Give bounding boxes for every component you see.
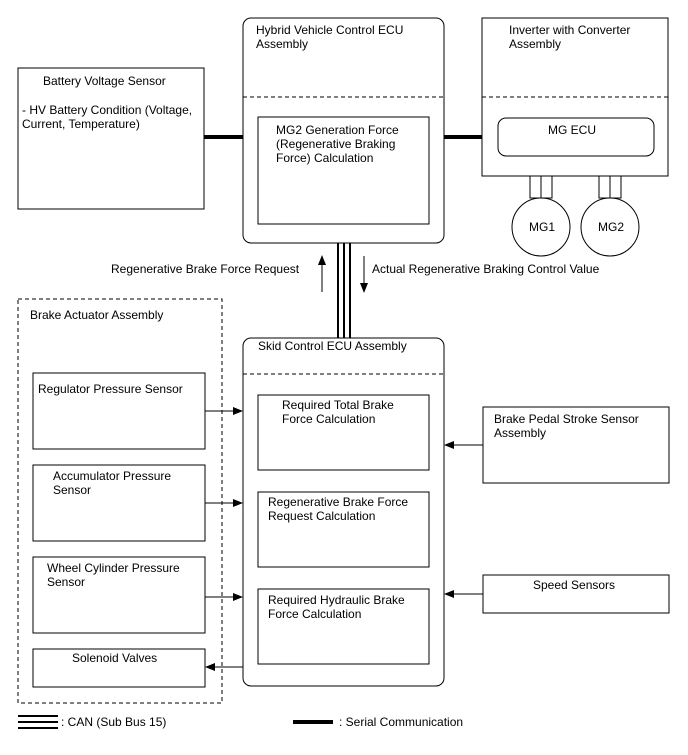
pedal-stroke-sensor-label: Brake Pedal Stroke Sensor Assembly	[494, 412, 639, 440]
solenoid-valves-box	[32, 648, 206, 688]
accumulator-sensor-box	[32, 464, 206, 542]
battery-voltage-sensor-box	[17, 67, 205, 210]
request-arrow	[318, 255, 326, 292]
mg1-label: MG1	[529, 220, 556, 234]
inverter-title: Inverter with Converter Assembly	[509, 23, 631, 51]
mg1-connector	[529, 175, 553, 199]
mg-ecu-label: MG ECU	[548, 123, 596, 137]
mg-ecu-box	[497, 117, 655, 157]
wheel-cylinder-sensor-box	[32, 556, 206, 634]
total-brake-calc-label: Required Total Brake Force Calculation	[282, 398, 394, 426]
arrow-skid-to-solenoid	[205, 663, 243, 671]
arrow-regulator-to-skid	[205, 407, 243, 415]
mg2-label: MG2	[598, 220, 625, 234]
brake-actuator-assembly-box	[17, 298, 223, 704]
legend-serial-label: : Serial Communication	[339, 715, 464, 729]
wheel-cylinder-sensor-label: Wheel Cylinder Pressure Sensor	[47, 561, 180, 589]
skid-ecu-title: Skid Control ECU Assembly	[258, 339, 407, 353]
regen-request-calc-box	[257, 491, 430, 568]
arrow-pedal-to-skid	[444, 441, 483, 449]
mg2-connector	[598, 175, 622, 199]
request-label: Regenerative Brake Force Request	[111, 262, 300, 276]
mg1-circle	[511, 197, 571, 257]
pedal-stroke-sensor-box	[482, 406, 670, 484]
accumulator-sensor-label: Accumulator Pressure Sensor	[53, 469, 172, 497]
solenoid-valves-label: Solenoid Valves	[72, 651, 158, 665]
battery-sensor-desc: - HV Battery Condition (Voltage, Current…	[22, 103, 193, 131]
mg2-circle	[580, 197, 640, 257]
battery-sensor-title: Battery Voltage Sensor	[43, 74, 166, 88]
regulator-sensor-box	[32, 372, 206, 450]
regulator-sensor-label: Regulator Pressure Sensor	[38, 382, 183, 396]
legend-can-label: : CAN (Sub Bus 15)	[61, 715, 167, 729]
arrow-accumulator-to-skid	[205, 499, 243, 507]
regen-request-calc-label: Regenerative Brake Force Request Calcula…	[268, 495, 409, 523]
total-brake-calc-box	[257, 394, 430, 471]
can-line-hv-skid	[337, 243, 351, 338]
hydraulic-brake-calc-label: Required Hydraulic Brake Force Calculati…	[268, 593, 405, 621]
brake-actuator-title: Brake Actuator Assembly	[30, 308, 164, 322]
legend-can-symbol	[18, 715, 58, 729]
mg2-calc-box	[257, 116, 430, 225]
arrow-speed-to-skid	[444, 590, 483, 598]
actual-value-label: Actual Regenerative Braking Control Valu…	[372, 262, 600, 276]
hydraulic-brake-calc-box	[257, 588, 430, 665]
hv-ecu-title: Hybrid Vehicle Control ECU Assembly	[256, 23, 404, 51]
mg2-calc-label: MG2 Generation Force (Regenerative Braki…	[276, 123, 399, 165]
speed-sensors-label: Speed Sensors	[533, 578, 616, 592]
arrow-wheel-cylinder-to-skid	[205, 593, 243, 601]
actual-value-arrow	[360, 256, 368, 293]
